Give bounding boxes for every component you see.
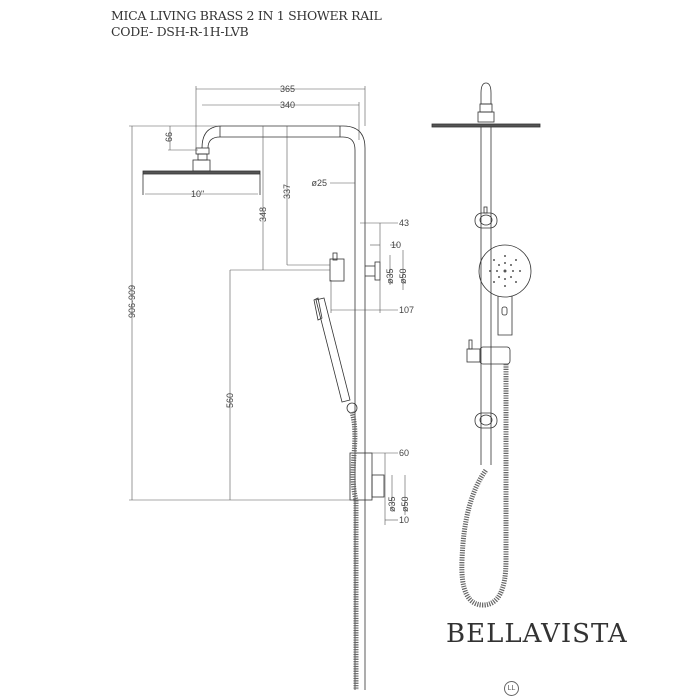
head-neck xyxy=(192,159,211,172)
dim-340: 340 xyxy=(280,100,295,110)
diverter xyxy=(329,258,345,282)
dim-43: 43 xyxy=(399,218,409,228)
arm-connector xyxy=(195,147,210,155)
side-view xyxy=(142,125,385,690)
lower-ring xyxy=(474,412,498,429)
front-view xyxy=(431,82,541,608)
brand-mark-icon: LL xyxy=(504,681,519,696)
dim-560: 560 xyxy=(225,393,235,408)
dim-906-909: 906-909 xyxy=(127,285,137,318)
dim-35-bottom: ø35 xyxy=(387,496,397,512)
hose-side xyxy=(349,411,359,690)
rain-head-front xyxy=(431,123,541,128)
dim-348: 348 xyxy=(258,207,268,222)
product-name: MICA LIVING BRASS 2 IN 1 SHOWER RAIL xyxy=(111,8,382,23)
dim-35-top: ø35 xyxy=(385,268,395,284)
dim-pipe-diameter: ø25 xyxy=(311,178,327,188)
hand-shower-handle xyxy=(497,296,513,336)
rain-head xyxy=(142,170,261,175)
shower-arm-outer xyxy=(201,125,366,690)
slider-holder xyxy=(466,348,481,363)
product-title-block: MICA LIVING BRASS 2 IN 1 SHOWER RAIL COD… xyxy=(111,8,382,40)
dim-10-bottom: 10 xyxy=(399,515,409,525)
dim-50-top: ø50 xyxy=(398,268,408,284)
dim-10-top: 10 xyxy=(391,240,401,250)
dim-10in: 10" xyxy=(191,189,204,199)
upper-wall-bracket xyxy=(374,261,381,281)
dimension-labels: 365 340 66 10" ø25 348 337 906-909 43 10… xyxy=(127,84,414,525)
shower-arm-inner xyxy=(207,136,356,690)
dim-337: 337 xyxy=(282,184,292,199)
dim-60: 60 xyxy=(399,448,409,458)
rail-top-cap xyxy=(480,82,492,105)
dimension-lines xyxy=(129,86,406,525)
hand-shower-head xyxy=(478,244,532,298)
dim-107: 107 xyxy=(399,305,414,315)
hose-front xyxy=(459,364,509,608)
product-code: CODE- DSH-R-1H-LVB xyxy=(111,24,249,39)
dim-66: 66 xyxy=(164,132,174,142)
hand-shower-side xyxy=(315,297,351,403)
dim-365: 365 xyxy=(280,84,295,94)
spray-nozzles xyxy=(489,255,521,287)
dim-50-bottom: ø50 xyxy=(400,496,410,512)
brand-logo: BELLAVISTA xyxy=(446,619,628,649)
